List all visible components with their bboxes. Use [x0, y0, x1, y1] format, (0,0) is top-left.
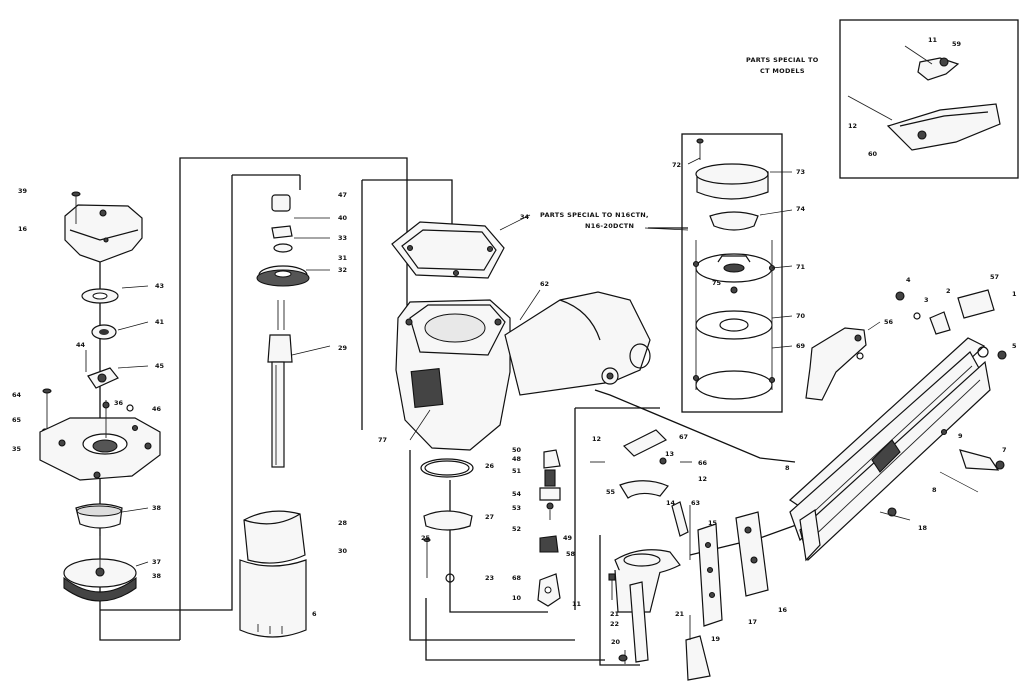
callout-5: 5 [1012, 342, 1017, 350]
callout-47: 47 [338, 191, 347, 199]
callout-67: 67 [679, 433, 688, 441]
callout-71: 71 [796, 263, 806, 271]
callout-40: 40 [338, 214, 348, 222]
callout-16: 16 [18, 225, 28, 233]
valve-assembly [537, 449, 561, 607]
callout-59: 59 [952, 40, 962, 48]
callout-11-ct: 11 [928, 36, 938, 44]
n16-models-note-line-1: PARTS SPECIAL TO N16CTN, [540, 211, 649, 219]
callout-54: 54 [512, 490, 522, 498]
callout-28: 28 [338, 519, 348, 527]
callout-56: 56 [884, 318, 894, 326]
callout-75: 75 [712, 279, 722, 287]
callout-7: 7 [1002, 446, 1007, 454]
callout-64: 64 [12, 391, 22, 399]
callout-58: 58 [566, 550, 576, 558]
callout-33: 33 [338, 234, 347, 242]
callout-53: 53 [512, 504, 521, 512]
callout-34: 34 [520, 213, 530, 221]
callout-6: 6 [312, 610, 317, 618]
callout-73: 73 [796, 168, 805, 176]
callout-44: 44 [76, 341, 86, 349]
callout-41: 41 [155, 318, 165, 326]
callout-17: 17 [748, 618, 757, 626]
callout-11: 11 [572, 600, 582, 608]
callout-43: 43 [155, 282, 164, 290]
callout-51: 51 [512, 467, 522, 475]
callout-49: 49 [563, 534, 573, 542]
pusher-part [805, 327, 867, 401]
ct-special-parts-box [839, 19, 1019, 179]
n16-special-parts-box [681, 133, 783, 413]
callout-8-lower: 8 [932, 486, 937, 494]
callout-60: 60 [868, 150, 878, 158]
callout-21-right: 21 [675, 610, 685, 618]
n16-models-note-line-2: N16-20DCTN [585, 222, 634, 230]
callout-39: 39 [18, 187, 28, 195]
callout-13: 13 [665, 450, 674, 458]
callout-12-right: 12 [698, 475, 707, 483]
callout-72: 72 [672, 161, 681, 169]
callout-35: 35 [12, 445, 22, 453]
callout-14: 14 [666, 499, 676, 507]
callout-38-lower: 38 [152, 572, 162, 580]
callout-15: 15 [708, 519, 718, 527]
callout-8: 8 [785, 464, 790, 472]
callout-23: 23 [485, 574, 494, 582]
callout-22: 22 [610, 620, 619, 628]
callout-48: 48 [512, 455, 522, 463]
trigger-assembly [590, 429, 692, 499]
cylinder-cap-assembly [39, 191, 161, 602]
callout-69: 69 [796, 342, 806, 350]
callout-29: 29 [338, 344, 348, 352]
callout-27: 27 [485, 513, 494, 521]
callout-55: 55 [606, 488, 616, 496]
callout-70: 70 [796, 312, 806, 320]
callout-3: 3 [924, 296, 929, 304]
callout-46: 46 [152, 405, 162, 413]
callout-18: 18 [918, 524, 928, 532]
frame-housing-assembly [391, 221, 651, 583]
callout-77: 77 [378, 436, 387, 444]
callout-19: 19 [711, 635, 721, 643]
callout-10: 10 [512, 594, 522, 602]
callout-1: 1 [1012, 290, 1017, 298]
ct-models-note-line-2: CT MODELS [760, 67, 805, 75]
callout-50: 50 [512, 446, 522, 454]
callout-52: 52 [512, 525, 521, 533]
callout-31: 31 [338, 254, 348, 262]
nose-guide-assembly [608, 501, 769, 681]
callout-63: 63 [691, 499, 700, 507]
callout-32: 32 [338, 266, 347, 274]
piston-driver-assembly [239, 194, 310, 638]
callout-21: 21 [610, 610, 620, 618]
callout-25: 25 [421, 534, 431, 542]
callout-leader-lines [117, 157, 979, 567]
callout-12-ct: 12 [848, 122, 857, 130]
callout-66: 66 [698, 459, 708, 467]
callout-9: 9 [958, 432, 963, 440]
callout-38: 38 [152, 504, 162, 512]
callout-16-right: 16 [778, 606, 788, 614]
callout-20: 20 [611, 638, 621, 646]
callout-12: 12 [592, 435, 601, 443]
callout-65: 65 [12, 416, 22, 424]
callout-36: 36 [114, 399, 124, 407]
callout-30: 30 [338, 547, 348, 555]
callout-45: 45 [155, 362, 165, 370]
callout-74: 74 [796, 205, 806, 213]
part-callouts: 39 16 43 41 44 45 64 65 35 36 46 38 37 3… [12, 36, 1017, 646]
callout-68: 68 [512, 574, 522, 582]
magazine-assembly [789, 289, 1007, 562]
ct-models-note-line-1: PARTS SPECIAL TO [746, 56, 819, 64]
callout-4: 4 [906, 276, 911, 284]
callout-2: 2 [946, 287, 951, 295]
callout-57: 57 [990, 273, 999, 281]
callout-62: 62 [540, 280, 549, 288]
callout-26: 26 [485, 462, 495, 470]
callout-37: 37 [152, 558, 161, 566]
